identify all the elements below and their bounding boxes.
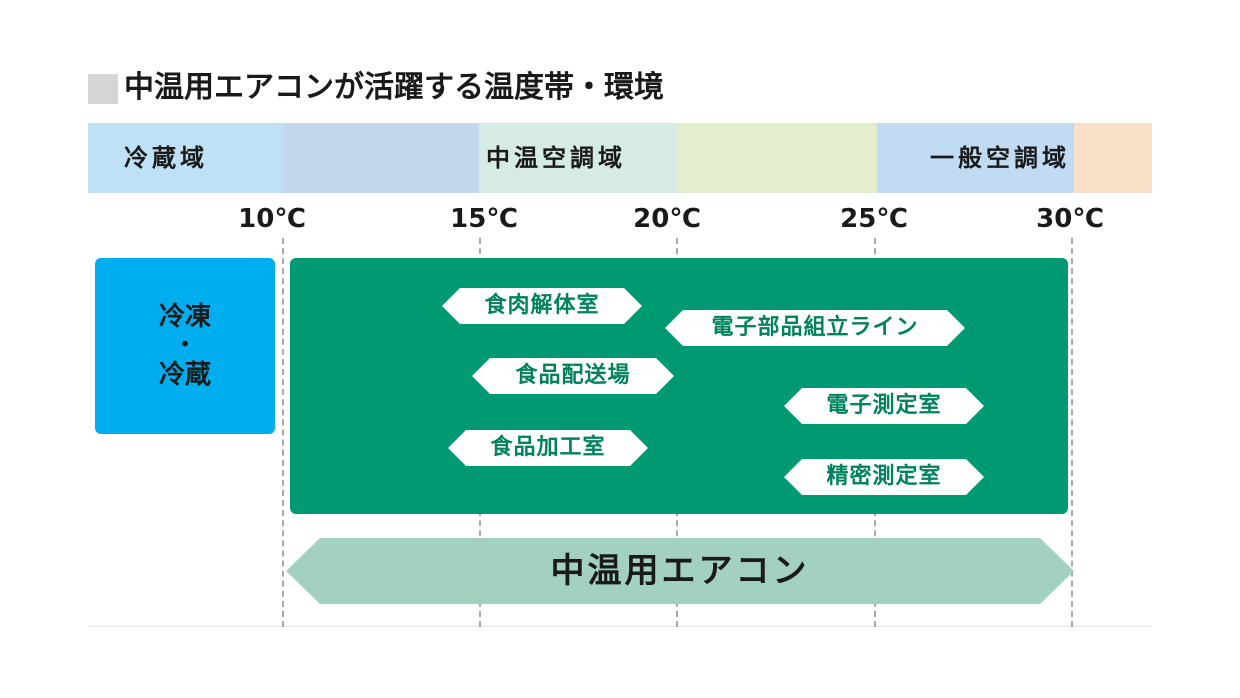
tick-25: 25℃	[840, 204, 908, 234]
zone-label-medium: 中温空調域	[486, 144, 626, 172]
tick-15: 15℃	[450, 204, 518, 234]
medium-temp-ac-range-arrow: 中温用エアコン	[286, 538, 1074, 604]
zone-medium-band-1	[283, 123, 479, 193]
gridline-10	[282, 238, 284, 627]
freeze-label-line2: 冷蔵	[158, 360, 211, 390]
tick-10: 10℃	[238, 204, 306, 234]
zone-medium-band-2	[479, 123, 677, 193]
zone-medium-band-3	[677, 123, 877, 193]
arrow-label: 中温用エアコン	[550, 551, 810, 591]
env-tag-electronics-measurement: 電子測定室	[784, 388, 984, 424]
env-tag-precision-measurement: 精密測定室	[784, 459, 984, 495]
title-marker	[88, 74, 118, 104]
env-tag-meat-processing: 食肉解体室	[442, 288, 642, 324]
zone-label-general: 一般空調域	[930, 144, 1070, 172]
freeze-label-line1: 冷凍	[158, 302, 211, 332]
gridline-30	[1071, 238, 1073, 627]
env-tag-electronics-assembly: 電子部品組立ライン	[665, 310, 965, 346]
freeze-label-dot: ・	[173, 333, 196, 358]
tick-30: 30℃	[1036, 204, 1104, 234]
zone-general-band	[877, 123, 1074, 193]
tick-20: 20℃	[633, 204, 701, 234]
zone-label-cold: 冷蔵域	[124, 144, 208, 172]
freeze-refrigeration-box: 冷凍 ・ 冷蔵	[95, 258, 275, 434]
page-title: 中温用エアコンが活躍する温度帯・環境	[124, 70, 664, 105]
env-tag-food-processing: 食品加工室	[448, 430, 648, 466]
zone-hot-band	[1074, 123, 1152, 193]
zone-cold-band	[88, 123, 283, 193]
env-tag-food-distribution: 食品配送場	[472, 358, 674, 394]
